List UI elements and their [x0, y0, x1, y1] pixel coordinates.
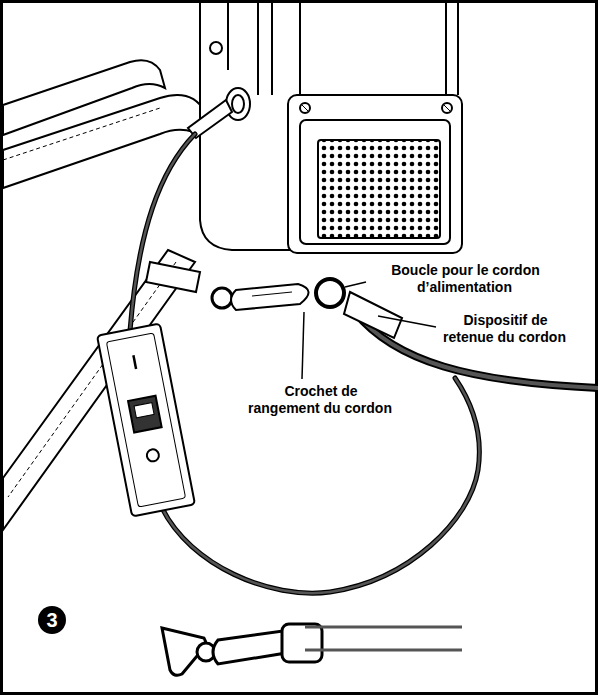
label-text: Boucle pour le cordon d’alimentation	[390, 262, 540, 295]
hook-assembly	[146, 262, 402, 338]
hook-detail	[162, 624, 462, 675]
power-cord	[130, 134, 598, 593]
cord-switch	[97, 324, 195, 517]
part-label: Boucle pour le cordon d’alimentation	[370, 262, 560, 296]
label-text: Crochet de rangement du cordon	[248, 383, 393, 416]
cord-grommet	[188, 88, 250, 138]
part-label: Dispositif de retenue du cordon	[440, 312, 570, 346]
harness-strap	[3, 60, 205, 530]
label-text: Dispositif de retenue du cordon	[443, 312, 567, 345]
callout-number: 3	[38, 606, 66, 634]
part-label: Crochet de rangement du cordon	[247, 383, 394, 417]
unit-housing	[200, 3, 462, 253]
leader-line	[302, 282, 436, 379]
